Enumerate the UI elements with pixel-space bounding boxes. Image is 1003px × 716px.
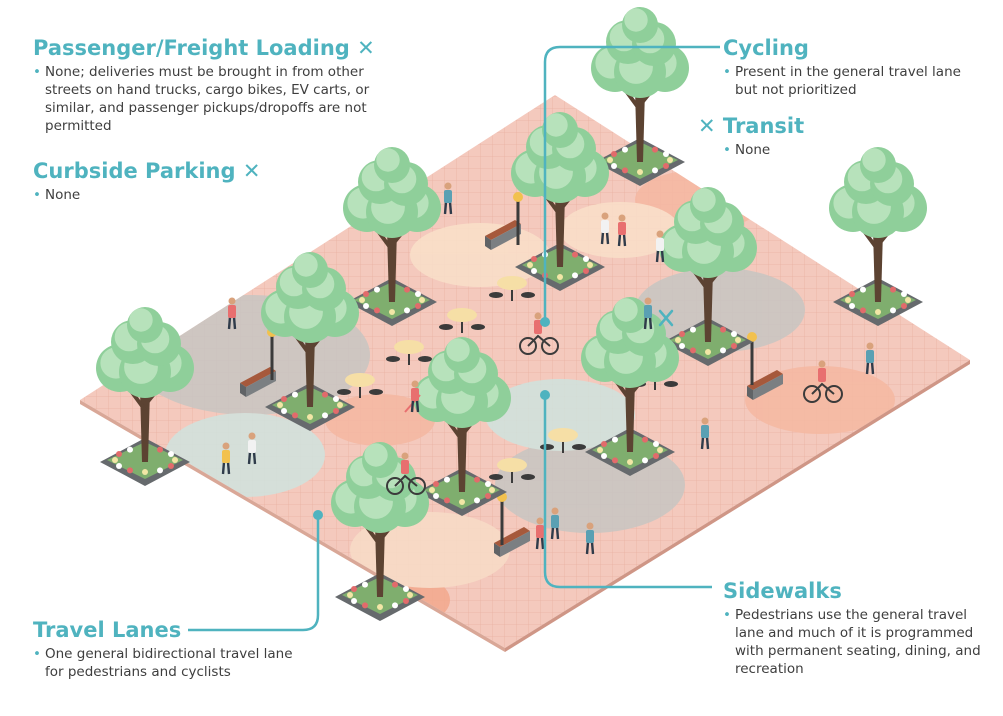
cycling-callout: Cycling Present in the general travel la… bbox=[723, 35, 973, 99]
cafe-table-icon bbox=[337, 373, 383, 398]
cafe-table-icon bbox=[439, 308, 485, 333]
cafe-table-icon bbox=[489, 458, 535, 483]
bench-icon bbox=[240, 367, 276, 397]
travel-lanes-callout-line bbox=[188, 515, 320, 632]
pedestrian-icon bbox=[865, 342, 875, 375]
pedestrian-icon bbox=[643, 297, 653, 330]
cycling-callout-line bbox=[543, 45, 720, 322]
pedestrian-icon bbox=[535, 517, 545, 550]
tree-icon bbox=[591, 7, 689, 186]
cycling-title: Cycling bbox=[723, 36, 809, 60]
parking-bullet: None bbox=[33, 186, 333, 204]
sidewalks-callout-dot-icon bbox=[540, 390, 550, 400]
transit-title: Transit bbox=[722, 114, 805, 138]
pedestrian-icon bbox=[617, 214, 627, 247]
travel-lanes-callout-dot-icon bbox=[313, 510, 323, 520]
tree-icon bbox=[511, 112, 609, 291]
sidewalks-title: Sidewalks bbox=[723, 579, 842, 603]
pedestrian-icon bbox=[221, 442, 231, 475]
bench-icon bbox=[485, 220, 521, 250]
callout-lines bbox=[188, 45, 720, 632]
tree-icon bbox=[343, 147, 441, 326]
travel-lanes-title: Travel Lanes bbox=[33, 618, 182, 642]
loading-x-mark-icon: ✕ bbox=[357, 36, 375, 60]
loading-callout: Passenger/Freight Loading ✕ None; delive… bbox=[33, 35, 378, 135]
pedestrian-icon bbox=[655, 230, 665, 263]
travel-lanes-callout: Travel Lanes One general bidirectional t… bbox=[33, 617, 308, 681]
sidewalks-callout-line bbox=[543, 395, 712, 589]
transit-callout: ✕ Transit None bbox=[698, 113, 898, 159]
cycling-callout-dot-icon bbox=[540, 317, 550, 327]
transit-x-mark-icon-label: ✕ bbox=[698, 114, 716, 138]
pedestrian-icon bbox=[227, 297, 237, 330]
lamp-icon bbox=[513, 192, 523, 245]
pedestrian-icon bbox=[585, 522, 595, 555]
pedestrian-icon bbox=[600, 212, 610, 245]
cyclist-icon bbox=[519, 312, 559, 355]
cafe-table-icon bbox=[540, 428, 586, 453]
scooter-rider-icon bbox=[410, 380, 420, 413]
pedestrian-icon bbox=[443, 182, 453, 215]
tree-icon bbox=[261, 252, 359, 431]
loading-title: Passenger/Freight Loading bbox=[33, 36, 350, 60]
parking-x-mark-icon: ✕ bbox=[242, 159, 261, 183]
tree-icon bbox=[659, 187, 757, 366]
parking-callout: Curbside Parking ✕ None bbox=[33, 158, 333, 204]
cafe-table-icon bbox=[489, 276, 535, 301]
trees bbox=[96, 7, 927, 621]
cycling-bullet: Present in the general travel lane but n… bbox=[723, 63, 973, 99]
tree-icon bbox=[413, 337, 511, 516]
lamp-icon bbox=[747, 332, 757, 385]
people bbox=[221, 182, 875, 555]
tree-icon bbox=[829, 147, 927, 326]
parking-title: Curbside Parking bbox=[33, 159, 236, 183]
bench-icon bbox=[747, 370, 783, 400]
sidewalks-callout: Sidewalks Pedestrians use the general tr… bbox=[723, 578, 985, 678]
cyclist-icon bbox=[803, 360, 843, 403]
pedestrian-icon bbox=[550, 507, 560, 540]
pedestrian-icon bbox=[247, 432, 257, 465]
cyclist-icon bbox=[386, 452, 426, 495]
tree-icon bbox=[581, 297, 679, 476]
transit-bullet: None bbox=[723, 141, 898, 159]
travel-lanes-bullet: One general bidirectional travel lane fo… bbox=[33, 645, 308, 681]
loading-bullet: None; deliveries must be brought in from… bbox=[33, 63, 378, 135]
cafe-table-icon bbox=[386, 340, 432, 365]
transit-x-mark-icon bbox=[658, 309, 674, 327]
pedestrian-icon bbox=[700, 417, 710, 450]
tree-icon bbox=[96, 307, 194, 486]
sidewalks-bullet: Pedestrians use the general travel lane … bbox=[723, 606, 985, 678]
